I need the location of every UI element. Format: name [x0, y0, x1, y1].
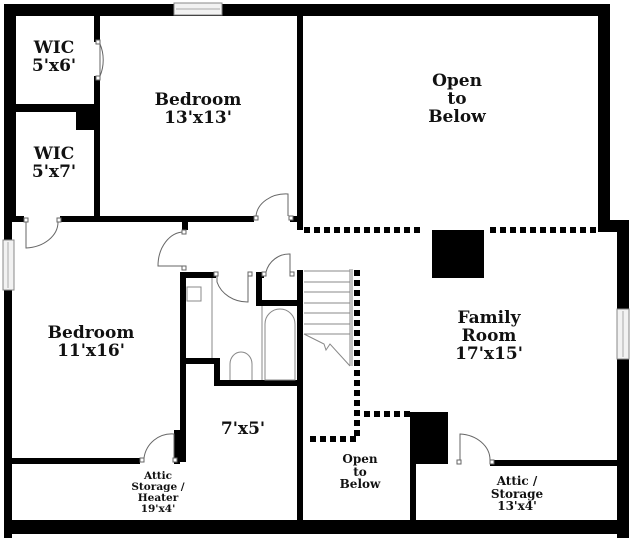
exterior-walls	[4, 4, 629, 538]
room-name: WIC	[33, 144, 75, 165]
interior-walls	[12, 4, 619, 525]
door-bedroom-2	[157, 229, 187, 271]
room-dims: 13'x13'	[164, 108, 232, 128]
label-line: Attic /	[496, 474, 538, 489]
label-line: Room	[461, 326, 517, 347]
rail-top	[304, 227, 596, 233]
rail-mid	[364, 411, 410, 417]
room-dims: 17'x15'	[455, 343, 523, 364]
windows	[2, 2, 630, 360]
room-dims: 11'x16'	[57, 341, 125, 361]
room-label-open-to-below-1: Open to Below	[428, 71, 486, 127]
sink-icon	[186, 286, 202, 302]
label-line: Storage	[490, 486, 544, 501]
room-dims: 5'x6'	[31, 56, 77, 76]
room-label-family-room: Family Room 17'x15'	[455, 308, 523, 364]
label-line: Open	[342, 452, 378, 467]
room-dims: 19'x4'	[140, 503, 176, 516]
label-line: Family	[457, 308, 521, 329]
stairs	[303, 269, 353, 367]
door-wic-2	[23, 217, 62, 249]
label-line: to	[353, 464, 367, 479]
toilet-icon	[229, 351, 253, 380]
room-dims: 5'x7'	[31, 162, 77, 182]
room-label-closet-7x5: 7'x5'	[220, 419, 266, 440]
room-label-bedroom-1: Bedroom 13'x13'	[154, 90, 242, 128]
rail-bottom	[310, 436, 356, 442]
label-line: Attic	[143, 469, 173, 482]
door-attic-heater	[139, 433, 178, 463]
room-label-wic-1: WIC 5'x6'	[31, 38, 77, 76]
door-bath	[213, 271, 253, 303]
bathroom-fixtures	[186, 278, 296, 381]
room-name: Bedroom	[154, 90, 242, 111]
stair-break-line	[303, 333, 351, 367]
door-attic-storage	[456, 433, 495, 465]
room-label-attic-storage: Attic / Storage 13'x4'	[491, 475, 543, 513]
room-label-attic-storage-heater: Attic Storage / Heater 19'x4'	[131, 469, 185, 516]
label-line: Below	[428, 106, 486, 127]
room-name: Bedroom	[47, 323, 135, 344]
room-label-bedroom-2: Bedroom 11'x16'	[47, 323, 135, 361]
room-dims: 7'x5'	[220, 419, 266, 440]
bathtub-icon	[264, 308, 296, 381]
open-to-below-railings	[304, 227, 596, 442]
door-wic-1	[95, 39, 104, 81]
label-line: Storage /	[131, 480, 185, 493]
room-name: WIC	[33, 38, 75, 59]
rail-vertical	[354, 270, 360, 436]
label-line: Open	[432, 71, 482, 92]
room-label-open-to-below-2: Open to Below	[340, 453, 381, 491]
room-dims: 13'x4'	[497, 499, 537, 514]
doors	[23, 39, 495, 465]
door-bedroom-1	[253, 193, 294, 221]
label-line: Below	[339, 477, 381, 492]
label-line: to	[447, 89, 467, 110]
room-label-wic-2: WIC 5'x7'	[31, 144, 77, 182]
door-linen	[261, 253, 295, 277]
label-line: Heater	[137, 492, 179, 504]
